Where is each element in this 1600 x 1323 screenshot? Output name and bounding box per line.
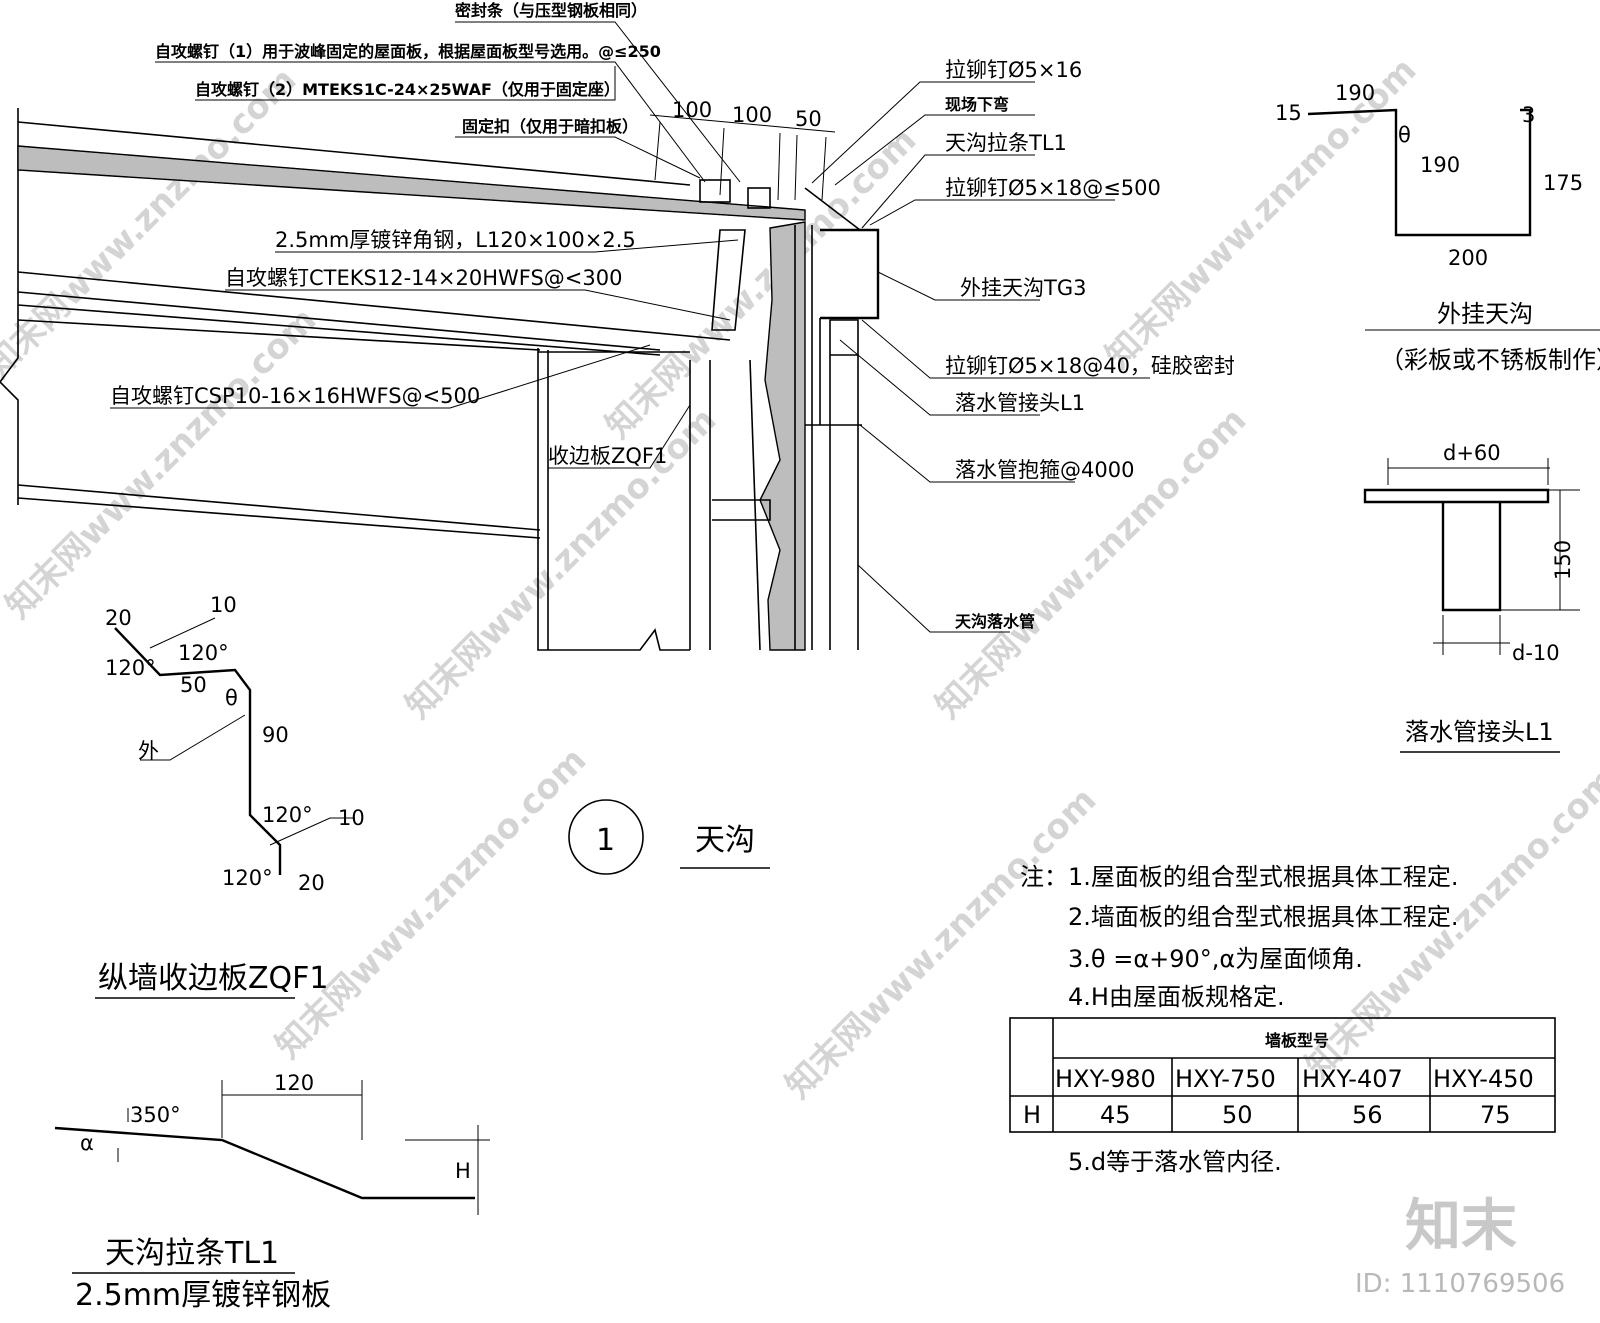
brand-id: ID: 1110769506	[1355, 1269, 1565, 1299]
joint-title: 落水管接头L1	[1405, 718, 1554, 746]
callout-rivet1: 拉铆钉Ø5×16	[945, 58, 1082, 82]
zqf1-angle-b: 120°	[105, 656, 156, 680]
table-col-4: HXY-450	[1433, 1065, 1534, 1093]
dim-50: 50	[795, 107, 822, 131]
watermark-site: 知末网www.znzmo.com	[268, 740, 594, 1066]
table-header: 墙板型号	[1265, 1031, 1329, 1050]
zqf1-angle-d: 120°	[222, 866, 273, 890]
gutter-dim-175: 175	[1543, 171, 1583, 195]
tl1-profile	[54, 1080, 490, 1215]
zqf1-theta: θ	[225, 686, 238, 710]
gutter-dim-190-side: 190	[1420, 153, 1460, 177]
joint-dim-d10: d-10	[1512, 641, 1560, 665]
zqf1-outer: 外	[138, 739, 159, 763]
note-3: 3.θ =α+90°,α为屋面倾角.	[1068, 945, 1363, 973]
callout-screw-ct: 自攻螺钉CTEKS12-14×20HWFS@<300	[225, 266, 622, 290]
gutter-dim-15: 15	[1275, 101, 1302, 125]
note-5: 5.d等于落水管内径.	[1068, 1148, 1282, 1176]
tl1-dim-120: 120	[274, 1071, 314, 1095]
callouts-left	[110, 21, 741, 469]
main-section	[0, 108, 880, 651]
callout-down-pipe: 天沟落水管	[955, 612, 1035, 631]
watermark-site: 知末网www.znzmo.com	[928, 400, 1254, 726]
zqf1-dim-50: 50	[180, 673, 207, 697]
wall-panel-table	[1009, 1017, 1556, 1133]
gutter-theta: θ	[1398, 123, 1411, 147]
callout-seal-strip: 密封条（与压型钢板相同）	[454, 1, 647, 20]
callout-rivet3: 拉铆钉Ø5×18@40，硅胶密封	[945, 354, 1235, 378]
watermark-site: 知末网www.znzmo.com	[1098, 50, 1424, 376]
joint-profile	[1363, 458, 1580, 655]
detail-title: 天沟	[695, 823, 755, 858]
dim-100-b: 100	[732, 103, 772, 127]
gutter-dim-3: 3	[1522, 103, 1535, 127]
note-4: 4.H由屋面板规格定.	[1068, 983, 1285, 1011]
table-col-3: HXY-407	[1302, 1065, 1403, 1093]
zqf1-title: 纵墙收边板ZQF1	[98, 961, 329, 996]
zqf1-profile	[114, 617, 355, 875]
joint-dim-d60: d+60	[1443, 441, 1501, 465]
zqf1-angle-a: 120°	[178, 641, 229, 665]
callout-edge-plate: 收边板ZQF1	[548, 444, 667, 468]
callout-screw1: 自攻螺钉（1）用于波峰固定的屋面板，根据屋面板型号选用。@≤250	[155, 42, 661, 61]
gutter-title: 外挂天沟	[1437, 300, 1533, 328]
detail-number: 1	[596, 823, 615, 858]
table-val-1: 45	[1100, 1101, 1131, 1129]
note-1: 1.屋面板的组合型式根据具体工程定.	[1068, 863, 1459, 891]
notes-prefix: 注：	[1020, 863, 1068, 891]
tl1-title: 天沟拉条TL1	[105, 1236, 279, 1271]
watermark-site: 知末网www.znzmo.com	[0, 300, 324, 626]
tl1-height: H	[455, 1159, 471, 1183]
table-col-1: HXY-980	[1055, 1065, 1156, 1093]
zqf1-dim-20-bottom: 20	[298, 871, 325, 895]
zqf1-dim-10-top: 10	[210, 593, 237, 617]
table-val-3: 56	[1352, 1101, 1383, 1129]
callout-angle-steel: 2.5mm厚镀锌角钢，L120×100×2.5	[275, 228, 636, 252]
callout-ext-gutter: 外挂天沟TG3	[960, 276, 1086, 300]
zqf1-dim-10-bottom: 10	[338, 806, 365, 830]
zqf1-dim-20-top: 20	[105, 606, 132, 630]
tl1-angle: 350°	[130, 1103, 181, 1127]
tl1-alpha: α	[80, 1131, 94, 1155]
watermark-site: 知末网www.znzmo.com	[598, 120, 924, 446]
joint-dim-150: 150	[1551, 540, 1575, 580]
callout-rivet2: 拉铆钉Ø5×18@≤500	[945, 176, 1161, 200]
callouts-right	[811, 81, 1150, 633]
callout-fix-clip: 固定扣（仅用于暗扣板）	[462, 117, 638, 136]
zqf1-angle-c: 120°	[262, 803, 313, 827]
gutter-subtitle: （彩板或不锈板制作）	[1380, 346, 1600, 374]
callout-screw2: 自攻螺钉（2）MTEKS1C-24×25WAF（仅用于固定座）	[195, 80, 620, 99]
detail-number-circle	[568, 799, 644, 875]
callout-screw-csp: 自攻螺钉CSP10-16×16HWFS@<500	[110, 384, 480, 408]
callout-pipe-joint: 落水管接头L1	[955, 391, 1085, 415]
note-2: 2.墙面板的组合型式根据具体工程定.	[1068, 903, 1459, 931]
zqf1-dim-90: 90	[262, 723, 289, 747]
table-val-2: 50	[1222, 1101, 1253, 1129]
brand-logo: 知末	[1405, 1194, 1517, 1259]
table-row-label: H	[1023, 1101, 1041, 1129]
wall-insulation	[759, 221, 806, 651]
dim-100-a: 100	[672, 98, 712, 122]
gutter-profile	[1307, 108, 1600, 331]
table-col-2: HXY-750	[1175, 1065, 1276, 1093]
callout-gutter-tie: 天沟拉条TL1	[945, 131, 1067, 155]
table-val-4: 75	[1480, 1101, 1511, 1129]
callout-bend-site: 现场下弯	[945, 95, 1009, 114]
gutter-dim-200: 200	[1448, 246, 1488, 270]
gutter-dim-190-top: 190	[1335, 81, 1375, 105]
callout-pipe-hoop: 落水管抱箍@4000	[955, 458, 1134, 482]
tl1-subtitle: 2.5mm厚镀锌钢板	[75, 1278, 331, 1313]
